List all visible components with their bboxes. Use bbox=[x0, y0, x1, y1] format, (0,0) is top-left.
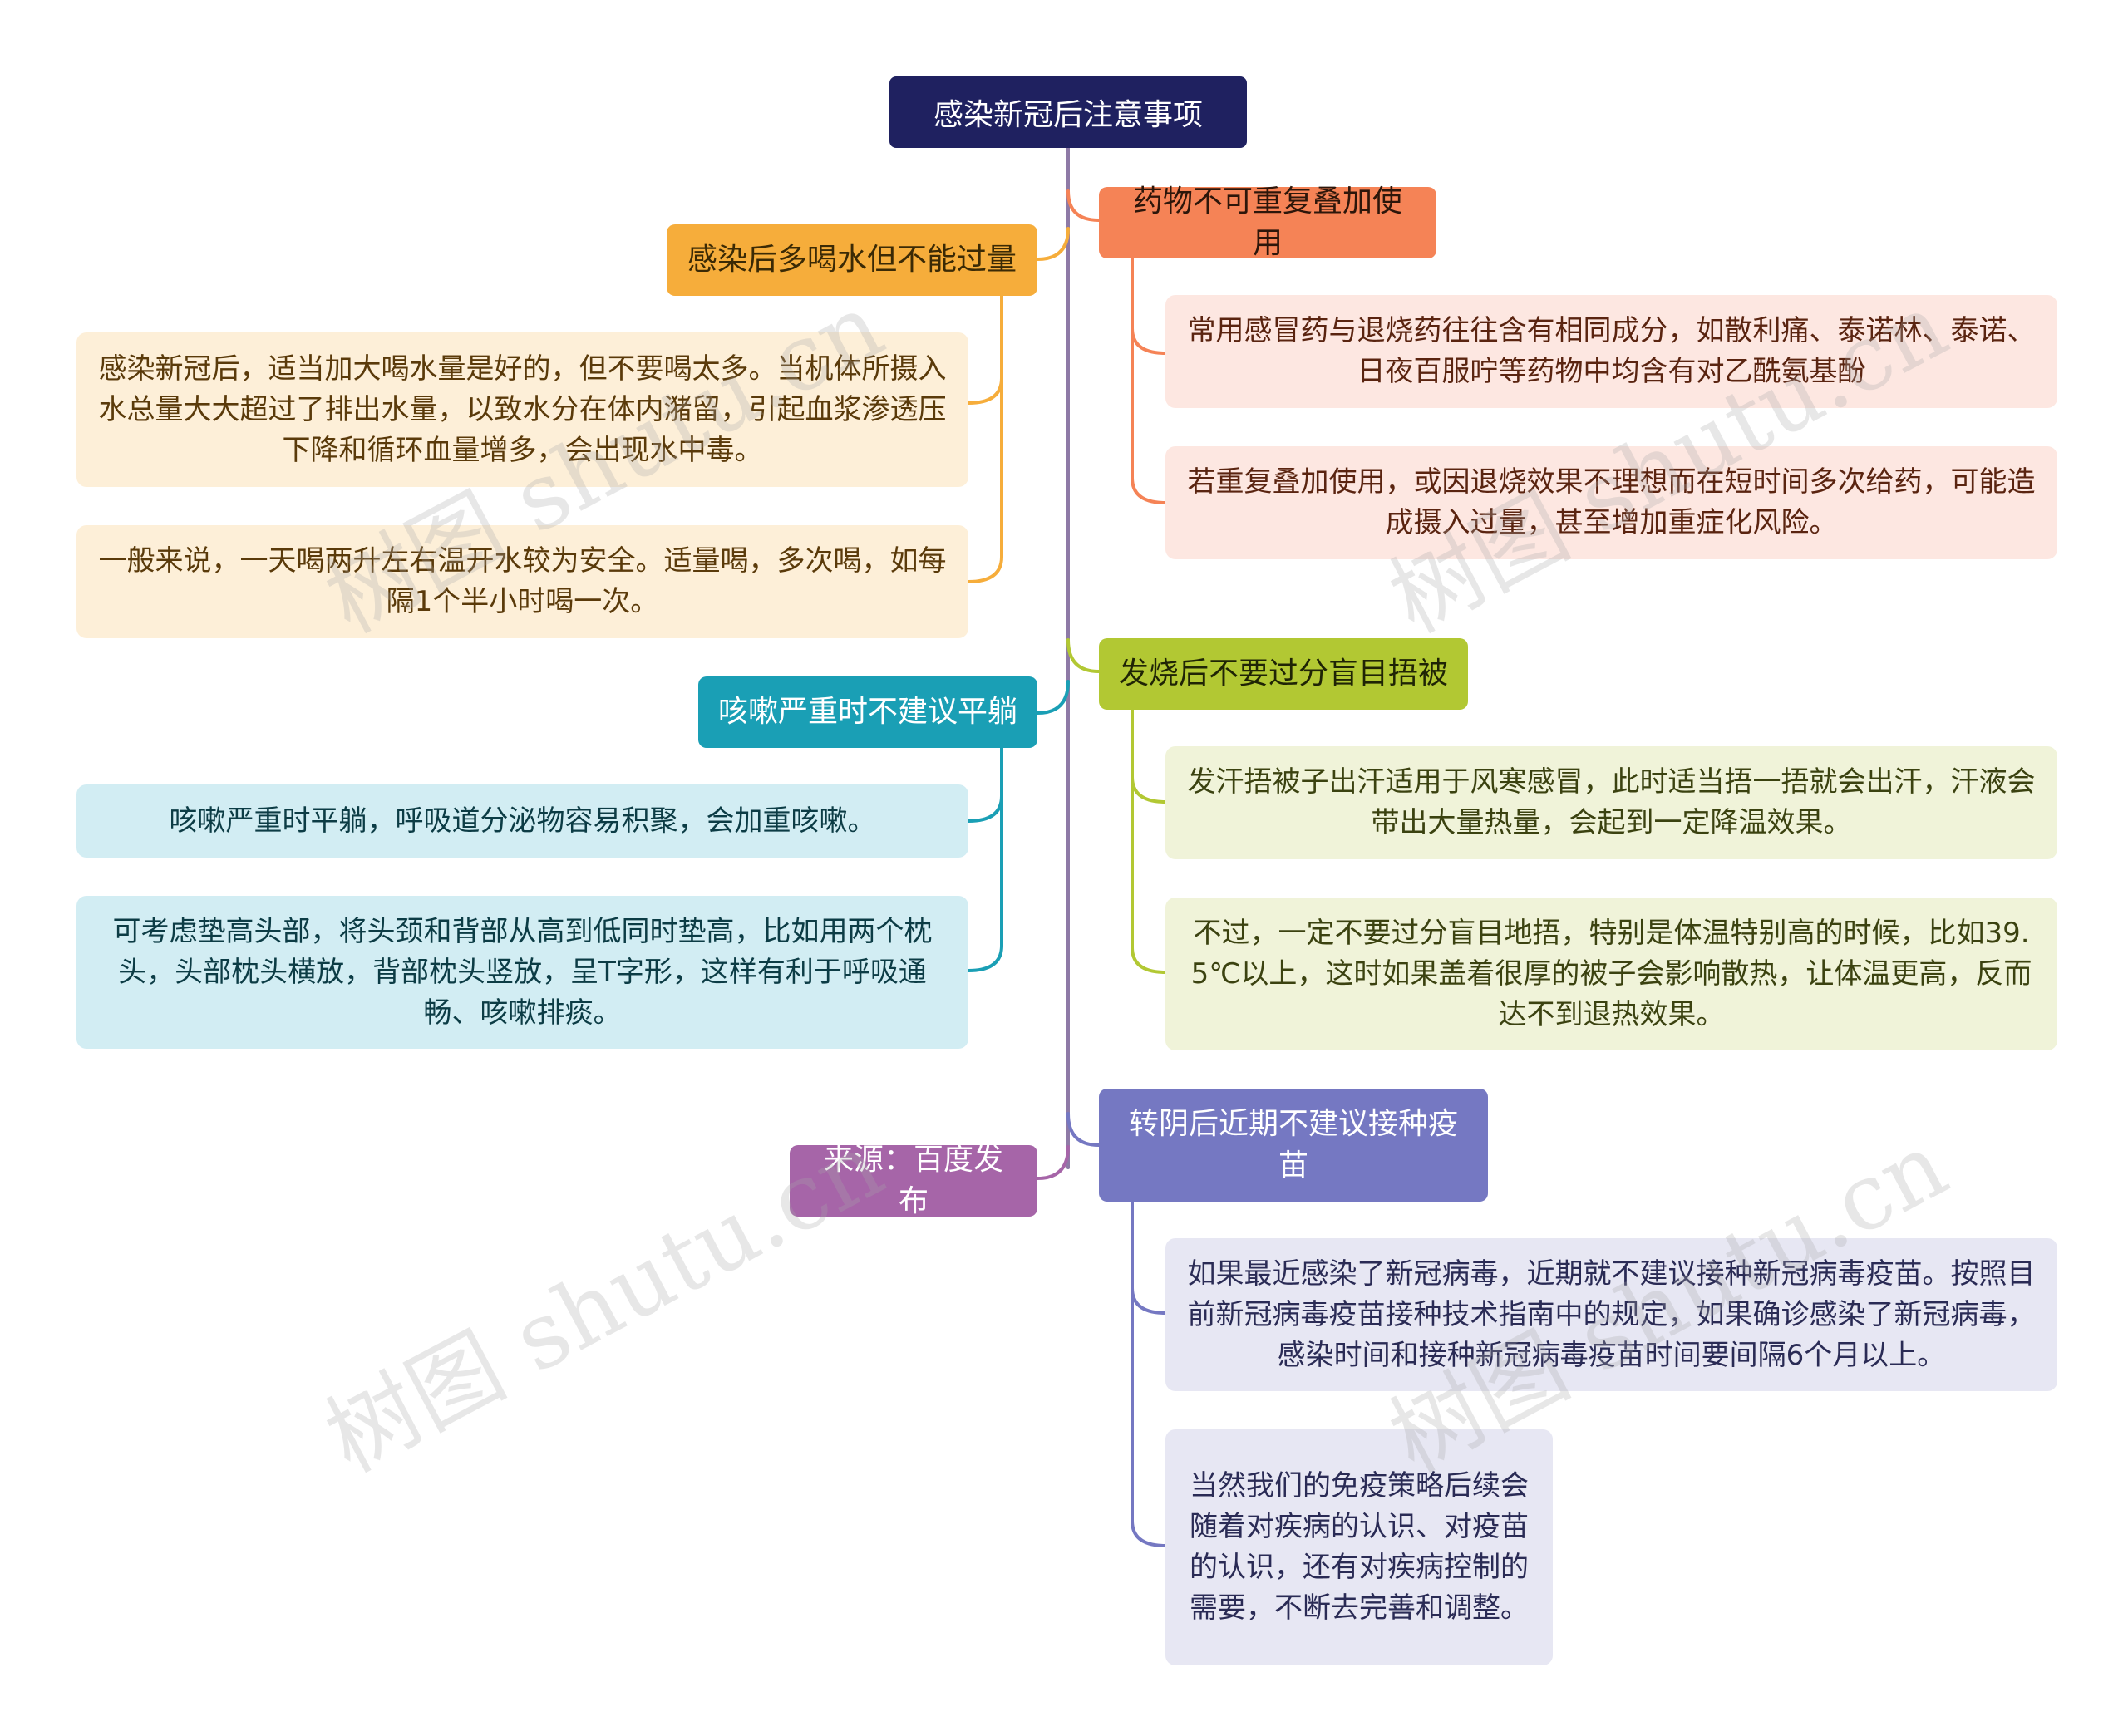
link-fever-leaves bbox=[1130, 705, 1167, 974]
link-medicine-leaves bbox=[1130, 256, 1167, 504]
leaf-medicine-1: 常用感冒药与退烧药往往含有相同成分，如散利痛、泰诺林、泰诺、日夜百服咛等药物中均… bbox=[1165, 295, 2057, 408]
link-fever bbox=[1066, 638, 1101, 673]
leaf-vaccine-2: 当然我们的免疫策略后续会随着对疾病的认识、对疫苗的认识，还有对疾病控制的需要，不… bbox=[1165, 1429, 1553, 1665]
link-medicine bbox=[1066, 189, 1101, 222]
leaf-medicine-2: 若重复叠加使用，或因退烧效果不理想而在短时间多次给药，可能造成摄入过量，甚至增加… bbox=[1165, 446, 2057, 559]
link-water-leaves bbox=[967, 281, 1003, 583]
branch-source[interactable]: 来源：百度发布 bbox=[790, 1143, 1037, 1218]
leaf-water-1: 感染新冠后，适当加大喝水量是好的，但不要喝太多。当机体所摄入水总量大大超过了排出… bbox=[76, 332, 968, 487]
branch-medicine[interactable]: 药物不可重复叠加使用 bbox=[1099, 184, 1436, 260]
link-cough bbox=[1036, 680, 1070, 715]
leaf-fever-2: 不过，一定不要过分盲目地捂，特别是体温特别高的时候，比如39.5℃以上，这时如果… bbox=[1165, 898, 2057, 1050]
branch-vaccine[interactable]: 转阴后近期不建议接种疫苗 bbox=[1099, 1089, 1488, 1202]
link-vaccine bbox=[1066, 1112, 1101, 1147]
branch-fever[interactable]: 发烧后不要过分盲目捂被 bbox=[1099, 638, 1468, 710]
link-vaccine-leaves bbox=[1130, 1199, 1167, 1547]
link-cough-leaves bbox=[967, 734, 1003, 972]
link-water bbox=[1036, 227, 1070, 261]
branch-cough[interactable]: 咳嗽严重时不建议平躺 bbox=[698, 676, 1037, 748]
link-source bbox=[1036, 1145, 1070, 1180]
leaf-cough-2: 可考虑垫高头部，将头颈和背部从高到低同时垫高，比如用两个枕头，头部枕头横放，背部… bbox=[76, 896, 968, 1049]
leaf-vaccine-1: 如果最近感染了新冠病毒，近期就不建议接种新冠病毒疫苗。按照目前新冠病毒疫苗接种技… bbox=[1165, 1238, 2057, 1391]
leaf-cough-1: 咳嗽严重时平躺，呼吸道分泌物容易积聚，会加重咳嗽。 bbox=[76, 784, 968, 858]
leaf-water-2: 一般来说，一天喝两升左右温开水较为安全。适量喝，多次喝，如每隔1个半小时喝一次。 bbox=[76, 525, 968, 638]
root-node[interactable]: 感染新冠后注意事项 bbox=[889, 76, 1247, 148]
leaf-fever-1: 发汗捂被子出汗适用于风寒感冒，此时适当捂一捂就会出汗，汗液会带出大量热量，会起到… bbox=[1165, 746, 2057, 859]
branch-water[interactable]: 感染后多喝水但不能过量 bbox=[667, 224, 1037, 296]
